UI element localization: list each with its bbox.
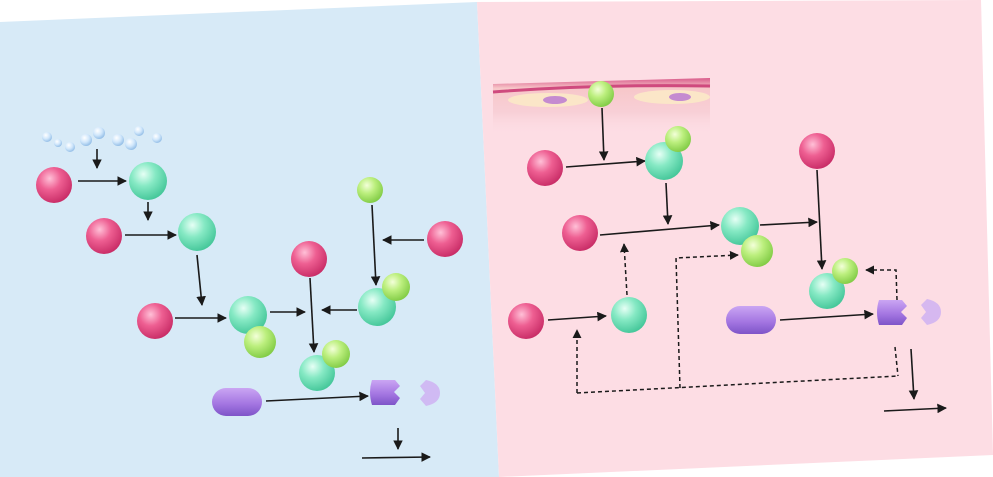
pink-factor-7	[799, 133, 835, 169]
arrows-right-solid	[547, 107, 947, 414]
arrows-left	[78, 149, 431, 462]
purple-cleaved-1	[370, 380, 400, 405]
right-panel	[492, 78, 947, 414]
left-panel-background	[0, 2, 499, 477]
lime-factor-1	[357, 177, 383, 203]
arrows-right-dashed	[572, 243, 899, 394]
bubbles	[42, 126, 162, 152]
teal-lime-complex-6	[809, 258, 858, 309]
teal-lime-complex-3	[358, 273, 410, 326]
teal-lime-complex-4	[645, 126, 691, 180]
pink-factor-2	[86, 218, 122, 254]
pink-factor-4	[291, 241, 327, 277]
lime-factor-2	[588, 81, 614, 107]
teal-lime-complex-1	[229, 296, 276, 358]
teal-factor-1	[129, 162, 167, 200]
pink-factor-5	[427, 221, 463, 257]
purple-cleaved-2	[877, 300, 907, 325]
pink-factor-3	[137, 303, 173, 339]
teal-factor-3	[611, 297, 647, 333]
pink-factor-8	[562, 215, 598, 251]
teal-lime-complex-5	[721, 207, 773, 267]
purple-fragment-2	[921, 299, 941, 325]
purple-fragment-1	[420, 380, 440, 406]
pink-factor-9	[508, 303, 544, 339]
pink-factor-1	[36, 167, 72, 203]
purple-capsule-2	[726, 306, 776, 334]
pink-factor-6	[527, 150, 563, 186]
teal-lime-complex-2	[299, 340, 350, 391]
purple-capsule-1	[212, 388, 262, 416]
teal-factor-2	[178, 213, 216, 251]
left-panel	[36, 126, 463, 462]
